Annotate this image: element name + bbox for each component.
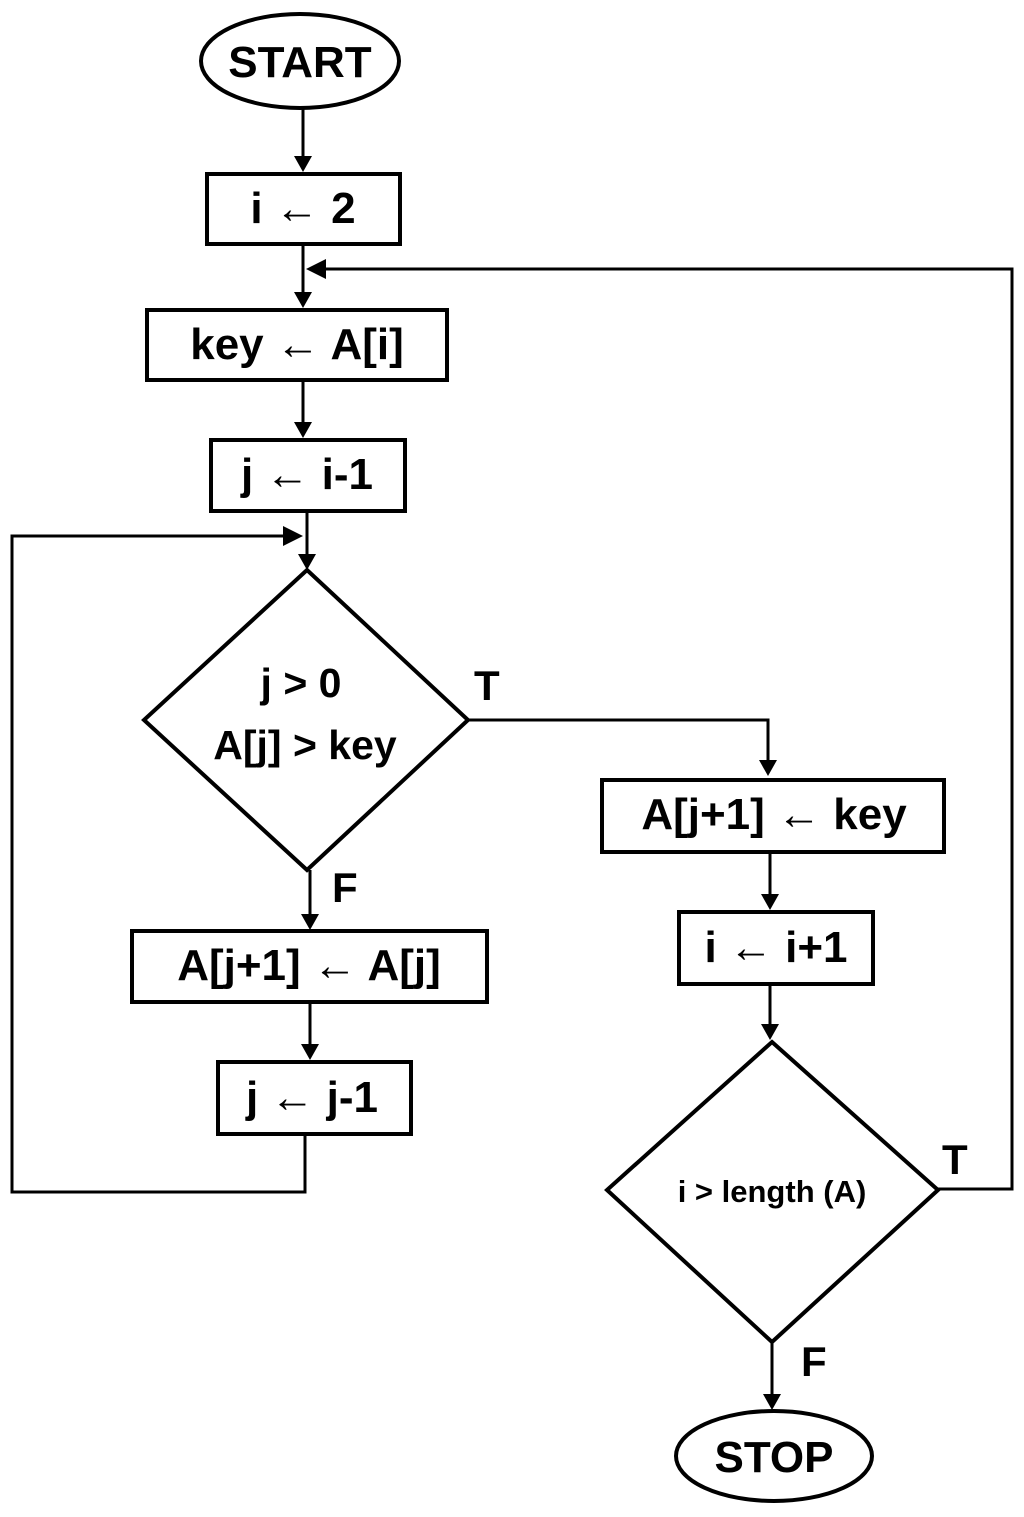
edge-decision-true-to-insert	[468, 718, 770, 762]
process-set-j-label: j ← i-1	[240, 450, 373, 499]
edge-label-true-outer: T	[942, 1136, 968, 1183]
arrowhead	[761, 1024, 779, 1040]
edge-label-false-inner: F	[332, 864, 358, 911]
arrowhead	[294, 292, 312, 308]
decision-inner-loop-line2: A[j] > key	[213, 722, 397, 768]
edge-label-true-inner: T	[474, 662, 500, 709]
process-shift-label: A[j+1] ← A[j]	[177, 941, 441, 990]
arrowhead	[283, 526, 303, 546]
arrowhead	[294, 422, 312, 438]
process-dec-j	[216, 1060, 413, 1136]
stop-terminator	[674, 1409, 874, 1503]
edge-outer-loop-return	[322, 267, 1014, 1191]
process-set-key	[145, 308, 449, 382]
arrowhead	[763, 1394, 781, 1410]
process-inc-i	[677, 910, 875, 986]
process-shift	[130, 929, 489, 1004]
arrowhead	[761, 894, 779, 910]
arrowhead	[759, 760, 777, 776]
decision-inner-loop-line1: j > 0	[260, 660, 342, 706]
arrowhead	[306, 259, 326, 279]
arrowhead	[298, 554, 316, 570]
process-inc-i-label: i ← i+1	[704, 923, 847, 972]
arrowhead	[301, 914, 319, 930]
arrowhead	[301, 1044, 319, 1060]
decision-inner-loop	[141, 567, 471, 873]
process-insert-label: A[j+1] ← key	[641, 790, 907, 839]
process-set-key-label: key ← A[i]	[190, 320, 404, 369]
edge-inner-loop-return	[10, 534, 307, 1194]
process-insert	[600, 778, 946, 854]
stop-label: STOP	[714, 1433, 833, 1482]
start-label: START	[228, 38, 372, 87]
process-set-j	[209, 438, 407, 513]
process-init-i	[205, 172, 402, 246]
arrowhead	[294, 156, 312, 172]
process-dec-j-label: j ← j-1	[245, 1073, 378, 1122]
decision-outer-loop-label: i > length (A)	[678, 1174, 867, 1209]
process-init-i-label: i ← 2	[250, 184, 355, 233]
start-terminator	[199, 12, 401, 110]
edge-label-false-outer: F	[801, 1338, 827, 1385]
